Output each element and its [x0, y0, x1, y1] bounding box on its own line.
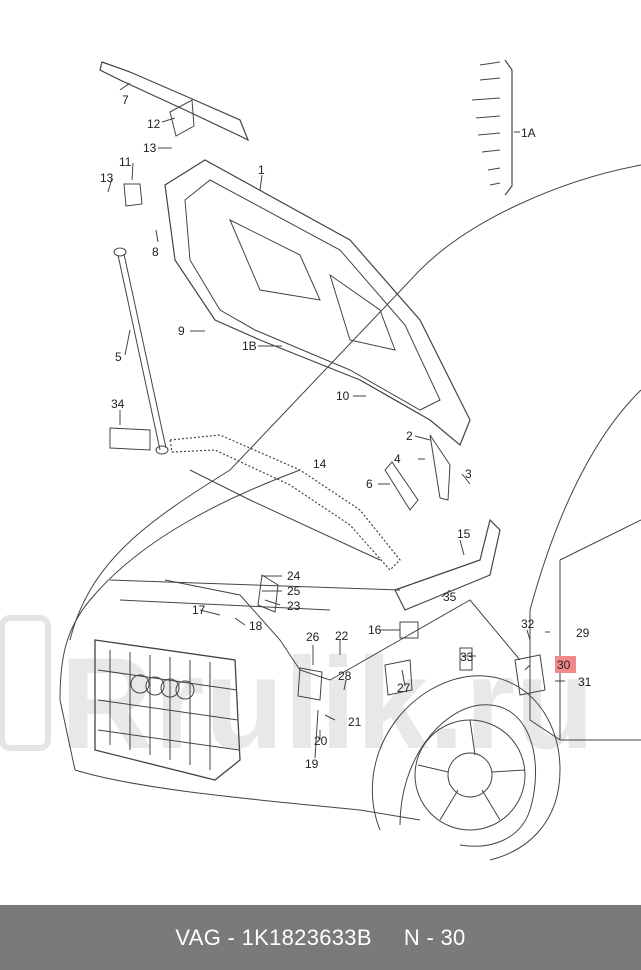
callout-28: 28: [338, 669, 352, 683]
callout-33: 33: [460, 650, 474, 664]
callout-22: 22: [335, 629, 349, 643]
brand-label: VAG: [175, 924, 222, 950]
watermark-text: Rrulik.ru: [60, 630, 595, 776]
parts-diagram: Rrulik.ru: [0, 59, 641, 861]
callout-27: 27: [397, 681, 411, 695]
part-number: 1K1823633B: [241, 924, 372, 950]
callout-1b: 1B: [242, 339, 257, 353]
callout-16: 16: [368, 623, 382, 637]
callout-1: 1: [258, 163, 265, 177]
spacer: [372, 925, 404, 951]
callout-14: 14: [313, 457, 327, 471]
drawing-lines: [59, 59, 641, 861]
callout-30: 30: [557, 658, 571, 672]
callout-31: 31: [578, 675, 592, 689]
callout-11: 11: [119, 155, 132, 169]
callout-6: 6: [366, 477, 373, 491]
callout-1a: 1A: [521, 126, 536, 140]
position-label: N - 30: [403, 924, 466, 950]
callout-17: 17: [192, 603, 206, 617]
callout-13a: 13: [143, 141, 157, 155]
callout-4: 4: [394, 452, 401, 466]
callout-26: 26: [306, 630, 320, 644]
part-footer: VAG - 1K1823633B N - 30: [0, 905, 641, 970]
callout-25: 25: [287, 584, 301, 598]
callout-34: 34: [111, 397, 125, 411]
callout-24: 24: [287, 569, 301, 583]
callout-18: 18: [249, 619, 263, 633]
highlight-box: [555, 656, 576, 673]
watermark: Rrulik.ru: [0, 615, 595, 776]
callout-13b: 13: [100, 171, 114, 185]
callout-12: 12: [147, 117, 161, 131]
callout-21: 21: [348, 715, 362, 729]
callout-2: 2: [406, 429, 413, 443]
callout-23: 23: [287, 599, 301, 613]
callout-35: 35: [443, 590, 457, 604]
callout-3: 3: [465, 467, 472, 481]
callout-5: 5: [115, 350, 122, 364]
separator: -: [221, 924, 242, 950]
callout-15: 15: [457, 527, 471, 541]
callout-32: 32: [521, 617, 535, 631]
callouts: 7 12 13 11 13 8 5 9 1B 34 1 10 14 2 4 6 …: [100, 93, 592, 771]
callout-10: 10: [336, 389, 350, 403]
callout-7: 7: [122, 93, 129, 107]
callout-20: 20: [314, 734, 328, 748]
callout-8: 8: [152, 245, 159, 259]
callout-29: 29: [576, 626, 590, 640]
callout-9: 9: [178, 324, 185, 338]
callout-19: 19: [305, 757, 319, 771]
